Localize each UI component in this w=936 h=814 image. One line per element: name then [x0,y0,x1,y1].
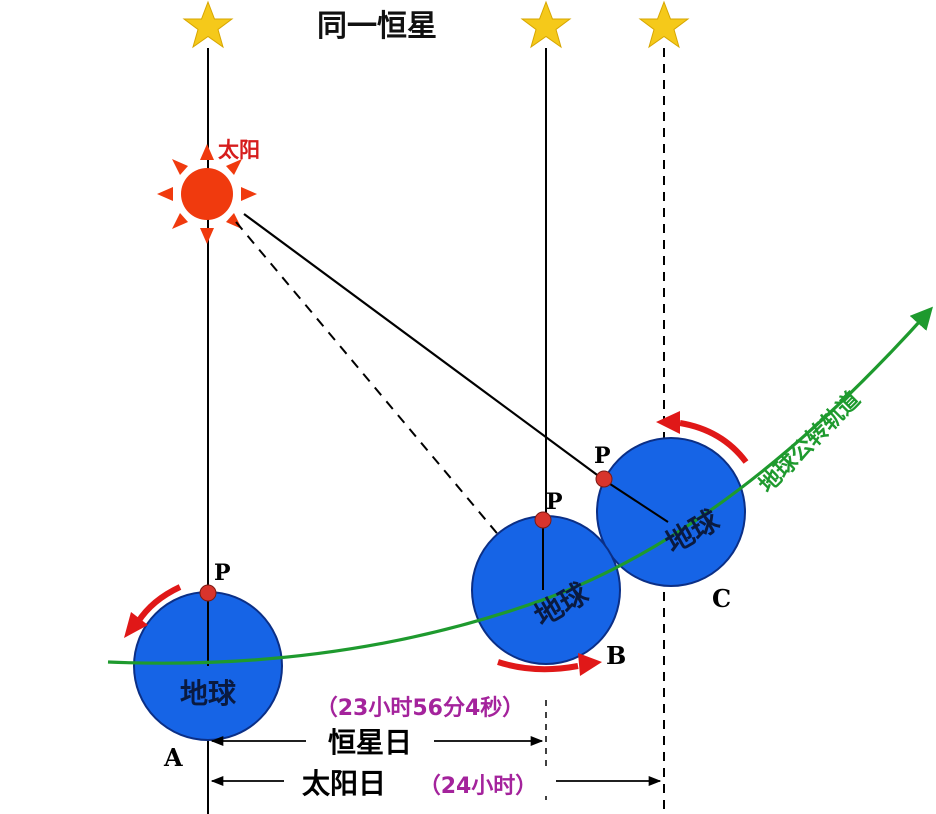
p-label-b: P [546,489,563,515]
sun-label: 太阳 [218,138,260,162]
rotation-arrow-a [124,584,182,638]
star-icon-a [182,0,234,49]
sun-line-b [235,221,533,576]
solar-day-label: 太阳日 [302,767,386,800]
position-label-c: C [712,584,731,613]
position-label-b: B [606,641,626,670]
rotation-arrow-c [656,411,749,464]
p-label-c: P [594,443,611,469]
point-p-b [534,511,552,529]
sun-line-c [243,213,605,481]
earth-label-a: 地球 [180,677,237,710]
sidereal-day-label: 恒星日 [328,726,412,759]
p-label-a: P [214,560,231,586]
orbit-label: 地球公转轨道 [754,387,866,499]
star-icon-c [638,0,690,49]
point-p-c [595,470,613,488]
diagram-title: 同一恒星 [317,9,437,44]
point-p-a [199,584,217,602]
earth-orbit-arrow [107,306,933,665]
position-label-a: A [163,743,183,772]
earth-c [596,437,746,587]
sun-icon [157,144,257,244]
radius-c [603,479,669,523]
earth-b [471,515,621,665]
solar-duration: （24小时） [419,774,538,799]
sidereal-duration: （23小时56分4秒） [316,696,525,721]
star-icon-b [520,0,572,49]
rotation-arrow-b [497,653,602,676]
